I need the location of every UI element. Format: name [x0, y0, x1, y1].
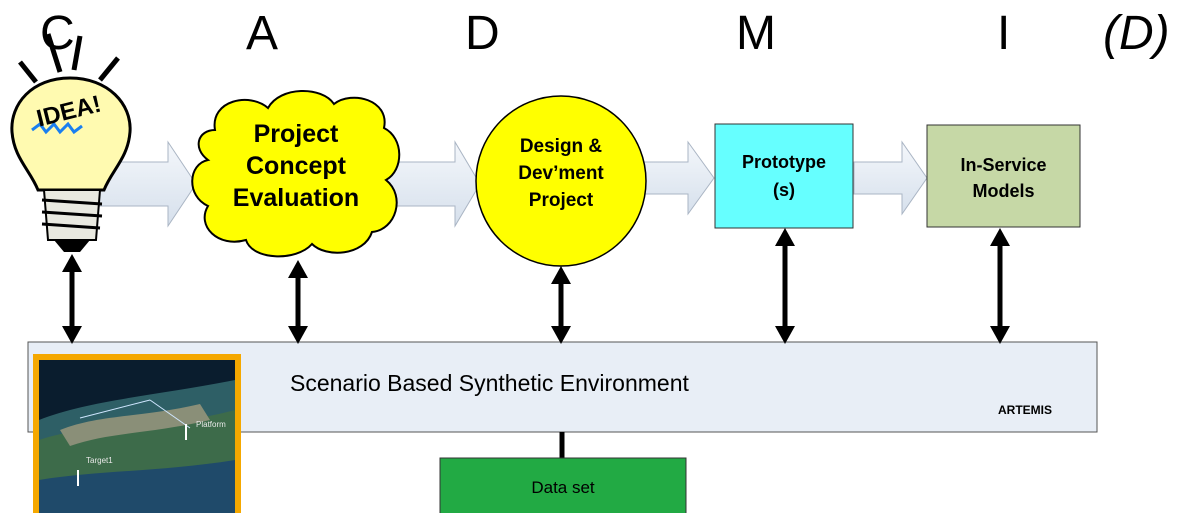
- dataset-label: Data set: [531, 478, 595, 497]
- environment-tag: ARTEMIS: [998, 403, 1052, 417]
- phase-letter-c: C: [40, 7, 75, 60]
- phase-letter-d-optional: (D): [1103, 7, 1170, 60]
- link-arrow-design: [551, 266, 571, 344]
- design-line-1: Design &: [519, 136, 603, 157]
- concept-cloud-shape: [191, 90, 401, 258]
- phase-letter-i: I: [997, 7, 1011, 60]
- concept-line-2: Concept: [246, 152, 346, 180]
- prototype-stage-box: [714, 123, 854, 229]
- prototype-line-2: (s): [773, 180, 795, 200]
- dataset-box: [439, 457, 687, 513]
- in-service-stage-box: [926, 124, 1081, 228]
- prototype-stage-label: Prototype (s): [715, 148, 853, 204]
- concept-stage-label: Project Concept Evaluation: [206, 118, 386, 214]
- prototype-line-1: Prototype: [741, 152, 826, 172]
- environment-title: Scenario Based Synthetic Environment: [290, 370, 689, 396]
- in-service-stage-label: In-Service Models: [927, 152, 1080, 204]
- link-arrow-bulb: [62, 254, 82, 344]
- concept-line-3: Evaluation: [232, 184, 360, 212]
- phase-letter-m: M: [736, 7, 776, 60]
- thumbnail-label-target: Target1: [86, 456, 113, 465]
- concept-line-1: Project: [253, 120, 339, 148]
- design-line-3: Project: [528, 190, 594, 211]
- link-arrow-prototype: [775, 228, 795, 344]
- phase-letter-a: A: [246, 7, 279, 60]
- idea-lightbulb-icon: [10, 33, 132, 252]
- phase-letter-d: D: [465, 7, 500, 60]
- link-arrow-concept: [288, 260, 308, 344]
- flow-arrow-3: [643, 140, 715, 216]
- flow-arrow-4: [853, 140, 928, 216]
- in-service-line-2: Models: [972, 181, 1035, 201]
- scenario-thumbnail-image: [33, 354, 241, 513]
- thumbnail-label-platform: Platform: [196, 420, 226, 429]
- design-stage-label: Design & Dev’ment Project: [476, 133, 646, 214]
- in-service-line-1: In-Service: [960, 155, 1047, 175]
- link-arrow-in-service: [990, 228, 1010, 344]
- design-line-2: Dev’ment: [518, 163, 604, 184]
